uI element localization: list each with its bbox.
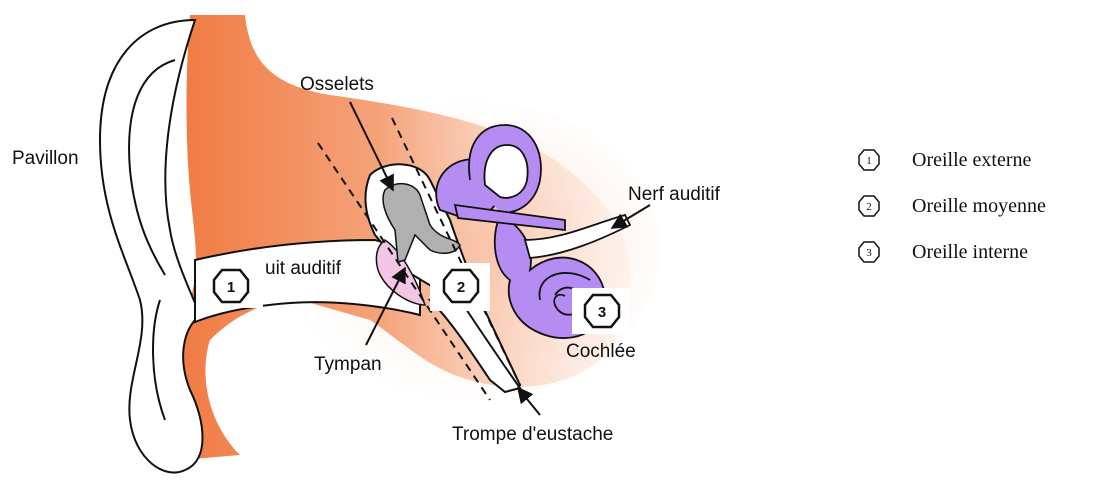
legend-1-text: Oreille externe	[912, 149, 1031, 171]
badge-2: 2	[444, 270, 478, 302]
legend-1-number: 1	[866, 155, 872, 167]
legend: 1 Oreille externe 2 Oreille moyenne 3 Or…	[859, 149, 1046, 263]
label-pavillon: Pavillon	[12, 148, 79, 169]
label-conduit-auditif: uit auditif	[265, 258, 342, 279]
badge-1: 1	[214, 270, 248, 302]
label-osselets: Osselets	[300, 74, 374, 95]
badge-1-number: 1	[227, 279, 235, 296]
legend-2-text: Oreille moyenne	[912, 195, 1046, 217]
label-cochlee: Cochlée	[566, 341, 636, 362]
badge-3: 3	[585, 295, 619, 327]
label-trompe-eustache: Trompe d'eustache	[452, 424, 613, 445]
label-tympan: Tympan	[314, 354, 382, 375]
legend-3-text: Oreille interne	[912, 241, 1028, 263]
legend-item-2: 2 Oreille moyenne	[859, 195, 1046, 217]
legend-item-3: 3 Oreille interne	[859, 241, 1028, 263]
legend-3-number: 3	[866, 247, 872, 259]
badge-3-number: 3	[598, 304, 606, 321]
legend-item-1: 1 Oreille externe	[859, 149, 1031, 171]
badge-2-number: 2	[457, 279, 465, 296]
legend-2-number: 2	[866, 201, 872, 213]
label-nerf-auditif: Nerf auditif	[628, 184, 721, 205]
